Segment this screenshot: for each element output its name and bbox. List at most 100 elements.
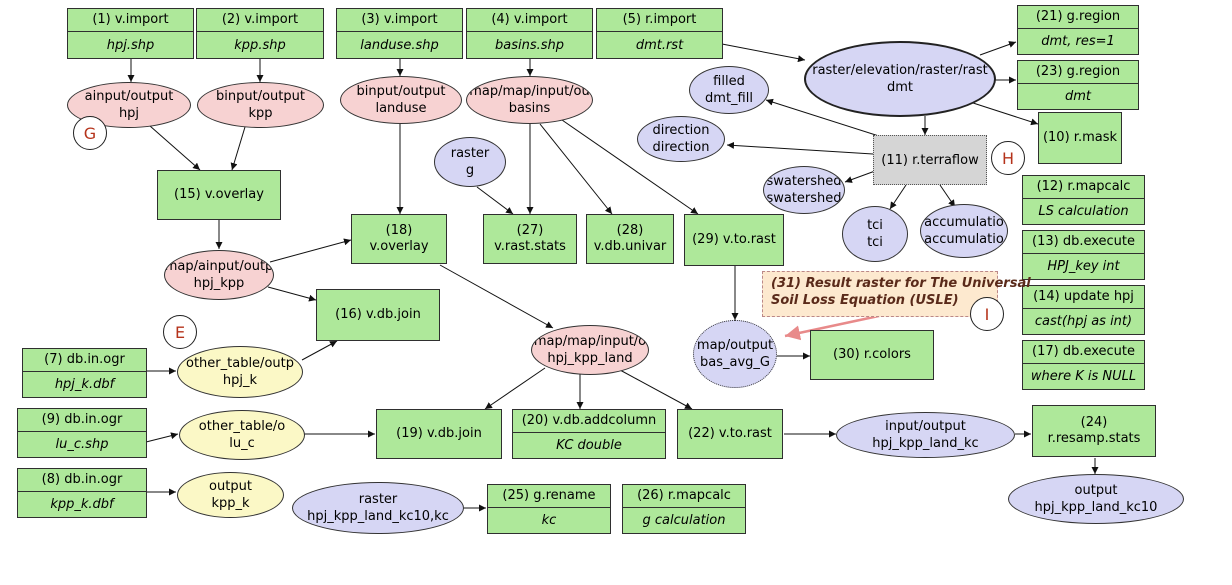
process-param: hpj.shp bbox=[106, 38, 155, 53]
edge-hpjkpp-16 bbox=[267, 286, 317, 302]
process-v-to-rast-22[interactable]: (22) v.to.rast bbox=[677, 409, 783, 459]
data-tci[interactable]: tci tci bbox=[842, 206, 908, 262]
data-label: kpp bbox=[248, 106, 273, 121]
process-label: (15) v.overlay bbox=[174, 187, 264, 202]
data-lu-c[interactable]: other_table/o lu_c bbox=[179, 410, 305, 460]
process-g-region-dmt[interactable]: (23) g.region dmt bbox=[1017, 60, 1139, 110]
data-label: dmt_fill bbox=[705, 91, 753, 106]
data-accumulation[interactable]: accumulatio accumulatio bbox=[920, 204, 1008, 258]
process-label: (16) v.db.join bbox=[335, 307, 421, 322]
process-header: (26) r.mapcalc bbox=[623, 485, 745, 508]
process-header: (7) db.in.ogr bbox=[23, 349, 146, 372]
data-swatershed[interactable]: swatershed swatershed bbox=[763, 166, 845, 214]
process-r-terraflow[interactable]: (11) r.terraflow bbox=[873, 135, 987, 185]
data-raster-kc10-kc[interactable]: raster hpj_kpp_land_kc10,kc bbox=[292, 482, 464, 534]
process-g-region-res[interactable]: (21) g.region dmt, res=1 bbox=[1017, 5, 1139, 55]
data-hpj-kpp[interactable]: map/ainput/outp hpj_kpp bbox=[164, 250, 274, 300]
process-v-import-basins[interactable]: (4) v.import basins.shp bbox=[466, 8, 593, 59]
process-header: (13) db.execute bbox=[1023, 231, 1144, 254]
process-v-import-landuse[interactable]: (3) v.import landuse.shp bbox=[336, 8, 463, 59]
data-kpp[interactable]: binput/output kpp bbox=[197, 82, 324, 128]
data-label: filled bbox=[713, 74, 745, 89]
process-r-mapcalc-g[interactable]: (26) r.mapcalc g calculation bbox=[622, 484, 746, 534]
process-v-import-kpp[interactable]: (2) v.import kpp.shp bbox=[196, 8, 324, 59]
process-g-rename[interactable]: (25) g.rename kc bbox=[487, 484, 611, 534]
process-v-db-join-19[interactable]: (19) v.db.join bbox=[376, 409, 502, 459]
process-db-in-ogr-luc[interactable]: (9) db.in.ogr lu_c.shp bbox=[17, 408, 147, 458]
data-label: hpj_kpp_land_kc10 bbox=[1034, 500, 1158, 515]
process-label: (10) r.mask bbox=[1042, 130, 1118, 145]
process-v-overlay-15[interactable]: (15) v.overlay bbox=[157, 170, 281, 220]
process-v-db-join-16[interactable]: (16) v.db.join bbox=[316, 289, 440, 341]
data-label: map/map/input/ou bbox=[469, 84, 590, 99]
data-kpp-k[interactable]: output kpp_k bbox=[177, 472, 284, 518]
data-label: raster/elevation/raster/rast bbox=[812, 63, 988, 78]
result-note: (31) Result raster for The Universal Soi… bbox=[762, 271, 1031, 317]
process-v-db-univar[interactable]: (28) v.db.univar bbox=[586, 214, 674, 264]
process-v-rast-stats[interactable]: (27) v.rast.stats bbox=[483, 214, 577, 264]
process-r-mask[interactable]: (10) r.mask bbox=[1038, 112, 1122, 164]
process-header: (25) g.rename bbox=[488, 485, 610, 508]
process-header: (9) db.in.ogr bbox=[18, 409, 146, 432]
data-raster-g[interactable]: raster g bbox=[434, 137, 506, 187]
process-v-overlay-18[interactable]: (18) v.overlay bbox=[351, 214, 447, 264]
data-label: direction bbox=[652, 123, 710, 138]
process-v-import-hpj[interactable]: (1) v.import hpj.shp bbox=[67, 8, 194, 59]
process-label: r.resamp.stats bbox=[1047, 431, 1141, 446]
process-r-resamp-stats[interactable]: (24) r.resamp.stats bbox=[1032, 405, 1156, 457]
data-bas-avg-g[interactable]: map/output bas_avg_G bbox=[693, 320, 777, 388]
data-label: binput/output bbox=[216, 89, 305, 104]
edge-kpp-15 bbox=[230, 126, 246, 171]
data-hpj-kpp-land-kc10[interactable]: output hpj_kpp_land_kc10 bbox=[1008, 474, 1184, 524]
data-hpj-kpp-land-kc[interactable]: input/output hpj_kpp_land_kc bbox=[836, 412, 1015, 458]
process-v-to-rast-29[interactable]: (29) v.to.rast bbox=[684, 214, 784, 266]
marker-h: H bbox=[991, 141, 1025, 175]
edge-11-direction bbox=[726, 141, 874, 155]
process-v-db-addcolumn[interactable]: (20) v.db.addcolumn KC double bbox=[512, 409, 666, 459]
data-hpj-kpp-land[interactable]: map/map/input/o hpj_kpp_land bbox=[531, 325, 649, 375]
data-label: basins bbox=[508, 101, 551, 116]
process-label: (24) bbox=[1080, 415, 1108, 430]
data-label: accumulatio bbox=[924, 215, 1004, 230]
process-param: dmt.rst bbox=[635, 38, 684, 53]
edge-5-dmt bbox=[721, 43, 806, 63]
process-label: (11) r.terraflow bbox=[881, 152, 979, 168]
process-param: kpp_k.dbf bbox=[50, 497, 114, 512]
edge-hpjkpp-18 bbox=[269, 238, 352, 263]
process-header: (3) v.import bbox=[337, 9, 462, 32]
process-db-in-ogr-hpjk[interactable]: (7) db.in.ogr hpj_k.dbf bbox=[22, 348, 147, 398]
edge-7-hpjk bbox=[145, 367, 179, 496]
process-header: (17) db.execute bbox=[1023, 341, 1144, 364]
data-label: tci bbox=[867, 218, 883, 233]
data-landuse[interactable]: binput/output landuse bbox=[340, 76, 462, 124]
data-dmt[interactable]: raster/elevation/raster/rast dmt bbox=[804, 41, 996, 117]
data-label: output bbox=[1074, 483, 1118, 498]
data-hpj-k[interactable]: other_table/outp hpj_k bbox=[177, 346, 303, 398]
process-r-mapcalc-ls[interactable]: (12) r.mapcalc LS calculation bbox=[1022, 175, 1145, 225]
data-label: hpj_kpp_land_kc10,kc bbox=[307, 509, 449, 524]
data-direction[interactable]: direction direction bbox=[637, 116, 725, 162]
process-db-execute-key[interactable]: (13) db.execute HPJ_key int bbox=[1022, 230, 1145, 280]
edge-rasterg-27 bbox=[476, 186, 514, 215]
process-update-hpj[interactable]: (14) update hpj cast(hpj as int) bbox=[1022, 285, 1145, 335]
edge-dmt-10 bbox=[969, 101, 1039, 126]
data-basins[interactable]: map/map/input/ou basins bbox=[466, 76, 593, 124]
data-label: input/output bbox=[885, 419, 966, 434]
process-param: lu_c.shp bbox=[55, 437, 109, 452]
data-label: tci bbox=[867, 235, 883, 250]
process-r-colors[interactable]: (30) r.colors bbox=[810, 330, 934, 380]
data-filled[interactable]: filled dmt_fill bbox=[689, 66, 769, 114]
data-label: landuse bbox=[375, 101, 427, 116]
data-label: other_table/o bbox=[198, 419, 286, 434]
edge-11-swatershed bbox=[844, 170, 876, 183]
process-param: HPJ_key int bbox=[1047, 259, 1120, 274]
data-label: hpj_kpp_land bbox=[547, 351, 633, 366]
data-label: other_table/outp bbox=[186, 356, 294, 371]
process-r-import-dmt[interactable]: (5) r.import dmt.rst bbox=[596, 8, 723, 59]
note-line: (31) Result raster for The Universal bbox=[771, 276, 1031, 291]
data-label: output bbox=[209, 479, 252, 494]
process-label: v.rast.stats bbox=[494, 239, 566, 254]
process-db-execute-null[interactable]: (17) db.execute where K is NULL bbox=[1022, 340, 1145, 390]
process-db-in-ogr-kppk[interactable]: (8) db.in.ogr kpp_k.dbf bbox=[17, 468, 147, 518]
